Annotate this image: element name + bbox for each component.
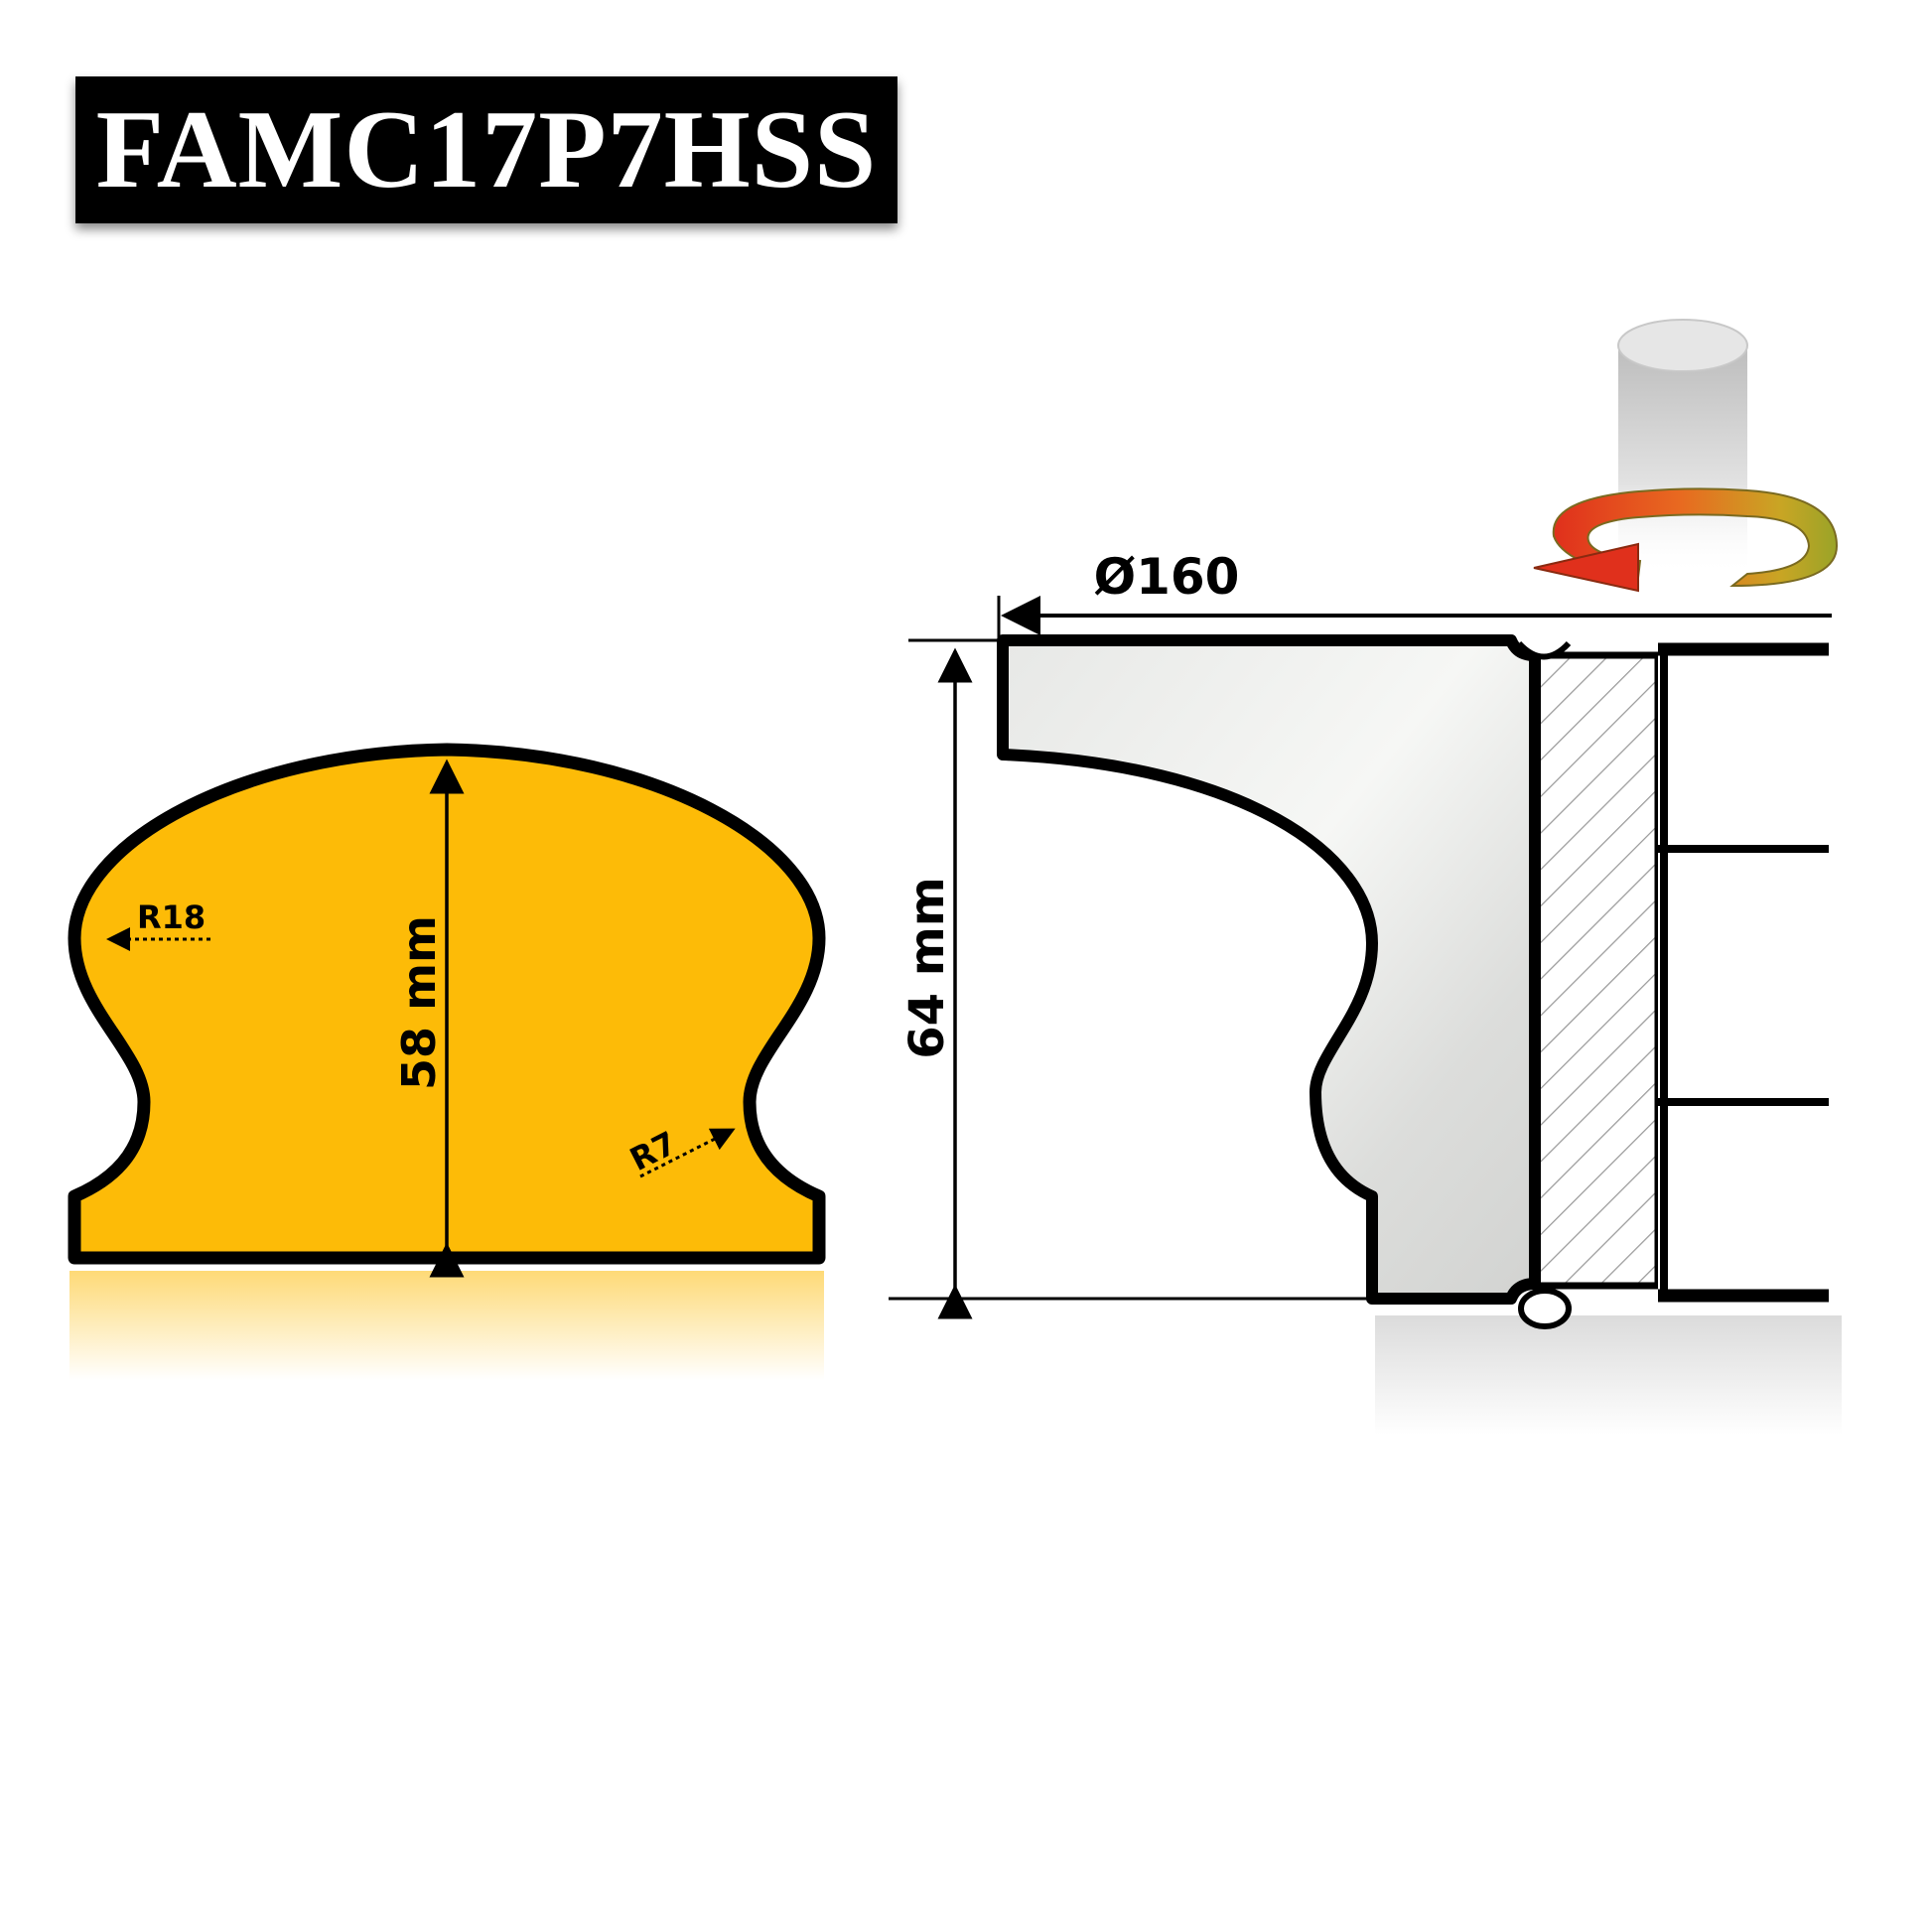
cutter-profile xyxy=(997,634,1541,1305)
product-code-banner: FAMC17P7HSS xyxy=(75,76,897,223)
product-code: FAMC17P7HSS xyxy=(95,88,878,211)
rotation-arrow-icon xyxy=(1533,487,1839,593)
height-label: 64 mm xyxy=(899,877,955,1059)
r7-leader xyxy=(639,1128,736,1178)
handrail-profile: 58 mm R18 R7 xyxy=(68,743,826,1380)
spindle-cylinder-icon xyxy=(1617,319,1748,576)
top-notch xyxy=(1516,640,1572,660)
bore-area xyxy=(1658,640,1829,1304)
body-hatch xyxy=(1531,651,1662,1290)
profile-reflection xyxy=(69,1271,824,1380)
r18-label: R18 xyxy=(137,898,206,936)
cutter-section: Ø160 64 mm xyxy=(889,548,1842,1435)
cutter-reflection xyxy=(1375,1315,1842,1435)
profile-height-label: 58 mm xyxy=(392,915,446,1090)
diameter-label: Ø160 xyxy=(1094,548,1240,606)
bottom-notch xyxy=(1518,1288,1572,1329)
